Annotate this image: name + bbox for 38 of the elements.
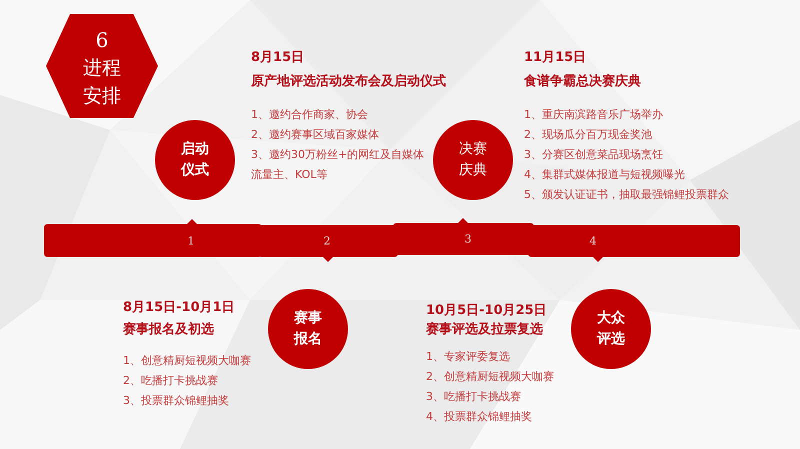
timeline-segment bbox=[44, 219, 262, 257]
date-heading: 11月15日 bbox=[524, 49, 586, 67]
stage-label: 大众评选 bbox=[596, 309, 626, 349]
timeline-segment bbox=[393, 218, 534, 255]
section-title: 进程安排 bbox=[82, 56, 122, 109]
date-heading: 10月5日-10月25日 bbox=[426, 302, 547, 320]
list-item: 2、现场瓜分百万现金奖池 bbox=[524, 127, 652, 143]
step-number: 3 bbox=[464, 232, 472, 246]
list-item: 3、分赛区创意菜品现场烹饪 bbox=[524, 147, 663, 163]
date-heading: 8月15日 bbox=[251, 49, 304, 67]
stage-title: 赛事评选及拉票复选 bbox=[426, 320, 543, 339]
list-item: 4、投票群众锦鲤抽奖 bbox=[426, 409, 532, 425]
hexagon bbox=[46, 14, 158, 118]
list-item: 1、创意精厨短视频大咖赛 bbox=[123, 353, 251, 369]
step-number: 1 bbox=[188, 234, 194, 247]
list-item: 3、投票群众锦鲤抽奖 bbox=[123, 393, 229, 409]
stage-label: 赛事报名 bbox=[293, 308, 323, 349]
list-item: 1、专家评委复选 bbox=[426, 349, 510, 365]
list-item: 1、重庆南滨路音乐广场举办 bbox=[524, 107, 663, 123]
timeline-segment bbox=[258, 225, 398, 262]
list-item: 2、邀约赛事区域百家媒体 bbox=[251, 127, 379, 143]
list-item: 3、邀约30万粉丝+的网红及自媒体流量主、KOL等 bbox=[251, 147, 426, 183]
list-item: 3、吃播打卡挑战赛 bbox=[426, 389, 521, 405]
list-item: 2、吃播打卡挑战赛 bbox=[123, 373, 218, 389]
list-item: 1、邀约合作商家、协会 bbox=[251, 107, 368, 123]
stage-title: 赛事报名及初选 bbox=[123, 320, 214, 339]
stage-label: 启动仪式 bbox=[180, 140, 210, 180]
list-item: 4、集群式媒体报道与短视频曝光 bbox=[524, 167, 685, 183]
step-number: 6 bbox=[96, 27, 108, 54]
stage-label: 决赛庆典 bbox=[458, 140, 488, 180]
stage-title: 食谱争霸总决赛庆典 bbox=[524, 72, 641, 91]
date-heading: 8月15日-10月1日 bbox=[123, 299, 235, 317]
list-item: 2、创意精厨短视频大咖赛 bbox=[426, 369, 554, 385]
step-number: 2 bbox=[324, 234, 330, 248]
step-number: 4 bbox=[590, 234, 596, 248]
timeline-segment bbox=[528, 225, 740, 262]
stage-title: 原产地评选活动发布会及启动仪式 bbox=[251, 72, 446, 91]
list-item: 5、颁发认证证书，抽取最强锦鲤投票群众 bbox=[524, 187, 729, 203]
